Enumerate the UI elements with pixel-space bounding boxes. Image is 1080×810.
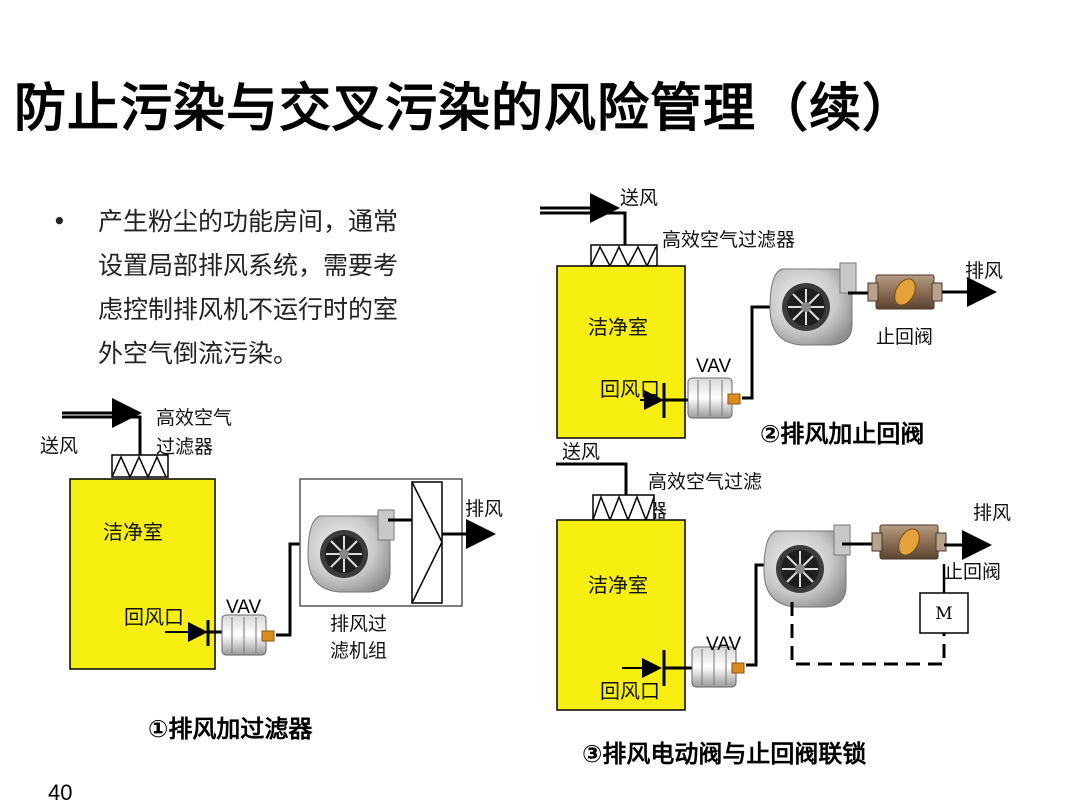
motor-label: M	[935, 604, 952, 624]
filter-label: 高效空气	[156, 407, 232, 429]
vav-box	[687, 377, 741, 419]
supply-label: 送风	[562, 441, 600, 463]
diagram-1: 送风 高效空气 过滤器 洁净室 回风口 VAV 排风 排风过 滤机组 ①排风加过…	[40, 398, 503, 743]
bullet-marker: •	[52, 207, 67, 236]
exhaust-duct	[276, 542, 306, 637]
hepa-filter	[111, 454, 169, 479]
supply-duct	[540, 211, 627, 245]
diagram-3-caption: ③排风电动阀与止回阀联锁	[582, 740, 866, 768]
bullet-line: 外空气倒流污染。	[98, 339, 299, 368]
check-valve-label: 止回阀	[944, 561, 1001, 583]
diagram-1-caption: ①排风加过滤器	[148, 715, 313, 743]
return-air-label: 回风口	[600, 377, 660, 401]
vav-label: VAV	[706, 634, 742, 655]
diagram-3: 送风 高效空气过滤 器 洁净室 回风口 VAV 排风 止回阀 M ③排风电动阀与…	[556, 441, 1011, 768]
clean-room-label: 洁净室	[103, 520, 163, 544]
page-title: 防止污染与交叉污染的风险管理（续）	[14, 79, 916, 139]
clean-room-label: 洁净室	[588, 315, 648, 339]
vav-label: VAV	[226, 597, 262, 618]
exhaust-fan-icon	[763, 524, 851, 608]
exhaust-label: 排风	[465, 498, 503, 520]
diagram-2: 送风 高效空气过滤器 洁净室 回风口 VAV 排风 止回阀 ②排风加止回阀	[540, 187, 1003, 448]
exhaust-fan-icon	[769, 262, 857, 346]
supply-duct	[62, 415, 142, 455]
exhaust-fan-icon	[307, 509, 395, 593]
exhaust-label: 排风	[973, 502, 1011, 524]
vav-box	[221, 614, 275, 656]
supply-duct	[556, 462, 628, 495]
filter-label: 过滤器	[156, 436, 213, 458]
check-valve-icon	[871, 524, 947, 560]
return-air-label: 回风口	[124, 605, 184, 629]
clean-room-label: 洁净室	[588, 573, 648, 597]
unit-filter	[411, 481, 443, 604]
diagram-2-caption: ②排风加止回阀	[760, 420, 924, 448]
supply-label: 送风	[620, 187, 658, 209]
clean-room	[69, 478, 216, 670]
bullet-line: 虑控制排风机不运行时的室	[98, 295, 399, 324]
check-valve-label: 止回阀	[876, 326, 933, 348]
hepa-filter	[590, 244, 658, 268]
return-air-label: 回风口	[600, 679, 660, 703]
bullet-paragraph: • 产生粉尘的功能房间，通常 设置局部排风系统，需要考 虑控制排风机不运行时的室…	[52, 200, 482, 376]
clean-room	[556, 265, 686, 439]
interlock-line	[790, 602, 946, 666]
hepa-filter	[592, 494, 655, 523]
filter-label: 高效空气过滤	[648, 471, 762, 493]
supply-label: 送风	[40, 435, 78, 457]
unit-label: 排风过	[330, 613, 387, 635]
unit-label: 滤机组	[330, 640, 387, 662]
bullet-line: 设置局部排风系统，需要考	[98, 251, 399, 280]
check-valve-icon	[867, 274, 943, 310]
exhaust-label: 排风	[965, 260, 1003, 282]
vav-label: VAV	[696, 356, 732, 377]
page-number: 40	[48, 780, 73, 805]
filter-label: 高效空气过滤器	[662, 229, 795, 251]
bullet-line: 产生粉尘的功能房间，通常	[98, 207, 399, 236]
